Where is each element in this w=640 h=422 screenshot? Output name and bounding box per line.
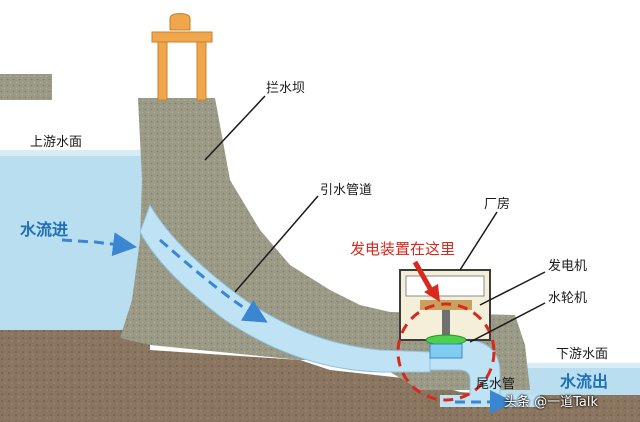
leader-turbine bbox=[469, 302, 546, 343]
callout-arrow bbox=[412, 260, 435, 294]
turbine-label: 水轮机 bbox=[548, 291, 588, 306]
leader-generator bbox=[479, 271, 546, 306]
upstream-label: 上游水面 bbox=[30, 135, 83, 150]
powerhouse-label: 厂房 bbox=[484, 197, 511, 212]
penstock-flow-arrow bbox=[159, 238, 268, 323]
draft-tube-label: 尾水管 bbox=[476, 377, 516, 392]
upstream-surface bbox=[0, 150, 150, 156]
callout-arrowhead bbox=[424, 284, 440, 302]
gantry-crane-icon bbox=[151, 13, 213, 101]
inflow-label: 水流进 bbox=[20, 220, 69, 239]
outflow-label: 水流出 bbox=[560, 372, 609, 391]
penstock-label: 引水管道 bbox=[320, 183, 373, 198]
downstream-label: 下游水面 bbox=[556, 347, 609, 362]
penstock-pipe bbox=[139, 203, 431, 373]
downstream-surface bbox=[500, 363, 640, 368]
turbine-icon bbox=[425, 334, 467, 359]
watermark: 头条 @一道Talk bbox=[504, 395, 599, 410]
generator-label: 发电机 bbox=[548, 259, 588, 274]
inflow-arrow bbox=[61, 232, 137, 257]
leader-penstock bbox=[234, 195, 319, 293]
callout-label: 发电装置在这里 bbox=[350, 240, 456, 258]
callout-circle bbox=[396, 302, 496, 402]
leader-powerhouse bbox=[459, 211, 498, 271]
upstream-bank bbox=[0, 74, 52, 100]
leader-dam bbox=[204, 95, 266, 161]
dam-body bbox=[120, 98, 390, 360]
upstream-reservoir bbox=[0, 150, 150, 330]
dam-label: 拦水坝 bbox=[266, 81, 306, 96]
